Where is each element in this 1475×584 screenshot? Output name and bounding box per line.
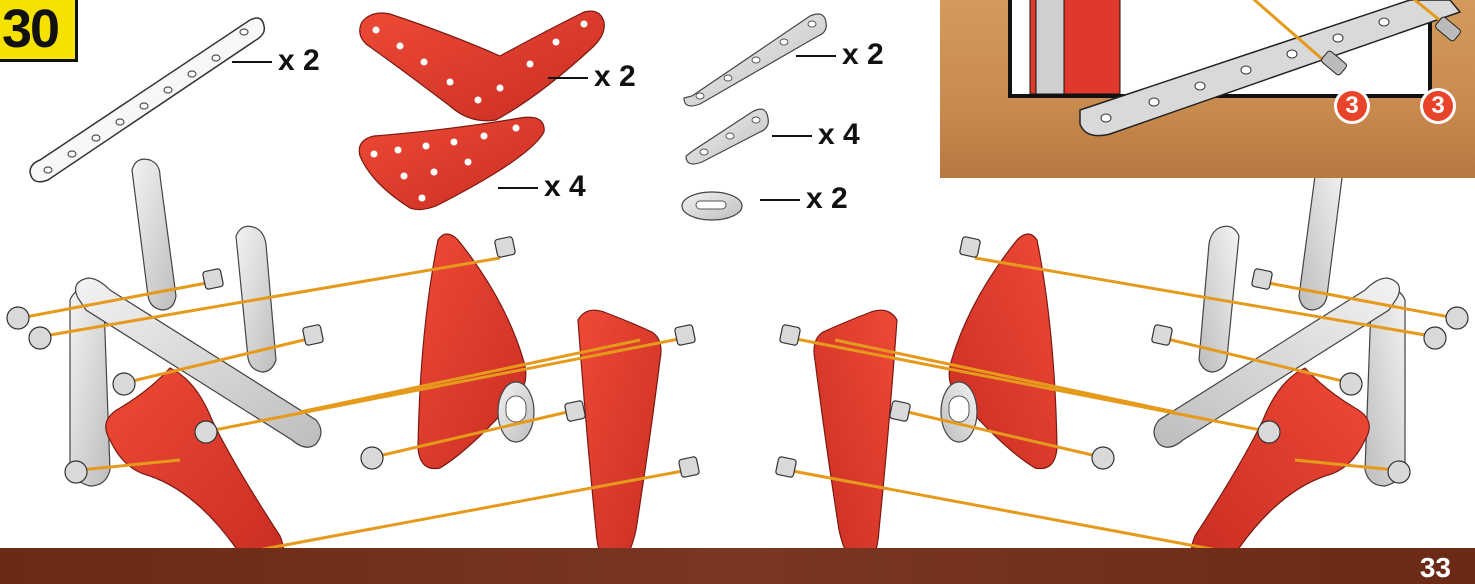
qty-text: x 2: [278, 44, 320, 77]
qty-label-long-strip: x 2: [232, 44, 320, 78]
leader-line: [498, 187, 538, 189]
leader-line: [796, 55, 836, 57]
left-assembly: [70, 159, 661, 568]
qty-label-red-curved-plate: x 2: [548, 60, 636, 94]
leader-line: [548, 77, 588, 79]
qty-text: x 2: [842, 38, 884, 71]
inset-detail-drawing: [940, 0, 1475, 178]
page-number: 33: [1420, 552, 1451, 584]
bottom-band: [0, 548, 1475, 584]
qty-text: x 2: [806, 182, 848, 215]
part-short-strip-3-hole: [686, 109, 768, 164]
inset-photo: 3 3: [940, 0, 1475, 178]
right-assembly: [775, 159, 1468, 571]
part-slotted-washer: [682, 192, 742, 220]
qty-text: x 4: [818, 118, 860, 151]
qty-label-red-triangular-plate: x 4: [498, 170, 586, 204]
qty-text: x 4: [544, 170, 586, 203]
leader-line: [760, 199, 800, 201]
leader-line: [232, 61, 272, 63]
qty-label-short-strip-3: x 4: [772, 118, 860, 152]
callout-badge: 3: [1334, 88, 1370, 124]
qty-label-slotted-washer: x 2: [760, 182, 848, 216]
qty-text: x 2: [594, 60, 636, 93]
qty-label-short-strip-5: x 2: [796, 38, 884, 72]
callout-badge: 3: [1420, 88, 1456, 124]
step-number: 30: [0, 0, 78, 62]
leader-line: [772, 135, 812, 137]
